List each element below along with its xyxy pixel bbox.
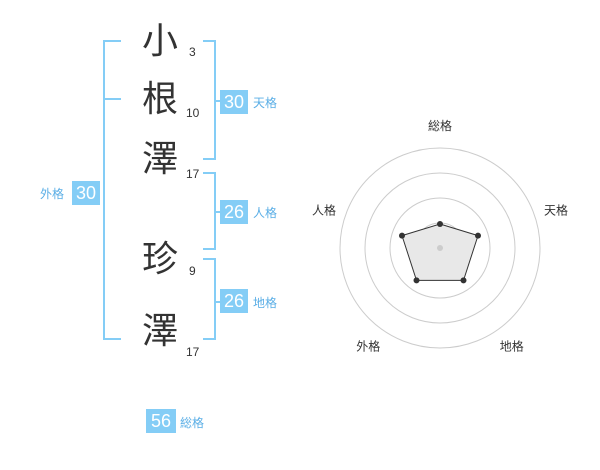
stroke-count-3: 17 <box>186 167 200 181</box>
stroke-count-1: 3 <box>189 45 196 59</box>
soukaku-label: 総格 <box>180 416 205 430</box>
name-char-1: 小 <box>141 21 178 62</box>
chikaku-label: 地格 <box>253 296 278 310</box>
radar-polygon <box>401 223 479 281</box>
radar-ring-2 <box>389 197 491 299</box>
radar-point-2 <box>475 232 481 239</box>
tenkaku-value: 30 <box>220 90 248 114</box>
jinkaku-label: 人格 <box>253 206 278 220</box>
radar-point-3 <box>460 277 467 284</box>
radar-axis-label-1: 総格 <box>428 118 452 133</box>
name-char-4: 珍 <box>141 239 178 280</box>
stroke-count-2: 10 <box>186 106 200 120</box>
stroke-count-4: 9 <box>189 264 196 278</box>
radar-center-dot <box>437 245 443 251</box>
radar-axis-label-4: 外格 <box>356 339 380 354</box>
name-char-5: 澤 <box>141 311 178 352</box>
soukaku-value: 56 <box>146 409 176 433</box>
gaikaku-value: 30 <box>72 181 100 205</box>
radar-axis-label-2: 天格 <box>544 202 568 217</box>
tenkaku-label: 天格 <box>253 96 278 110</box>
radar-point-4 <box>413 277 420 284</box>
name-char-2: 根 <box>141 79 178 120</box>
radar-ring-3 <box>364 172 516 324</box>
radar-point-5 <box>399 232 405 239</box>
chikaku-value: 26 <box>220 289 248 313</box>
jinkaku-value: 26 <box>220 200 248 224</box>
gaikaku-label: 外格 <box>40 187 65 201</box>
radar-axis-label-5: 人格 <box>312 202 336 217</box>
name-char-3: 澤 <box>141 139 178 180</box>
radar-ring-4 <box>339 147 541 349</box>
stroke-count-5: 17 <box>186 345 200 359</box>
radar-points <box>399 221 481 284</box>
radar-point-1 <box>437 221 443 227</box>
radar-axis-label-3: 地格 <box>500 339 524 354</box>
